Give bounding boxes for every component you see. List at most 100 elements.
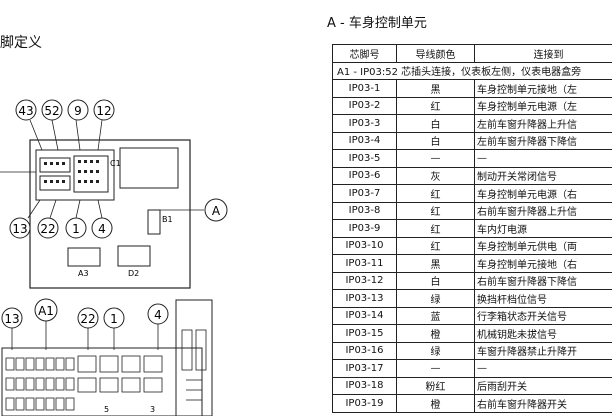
pin-cell: IP03-12	[332, 271, 397, 290]
pin-cell: IP03-1	[332, 79, 397, 98]
control-unit-outline	[29, 139, 191, 289]
connect-cell: 车身控制单元电源（左	[474, 96, 612, 115]
label-b1: B1	[162, 215, 173, 224]
pin-cell: IP03-2	[332, 96, 397, 115]
connect-cell: 车内灯电源	[474, 219, 612, 238]
connect-cell: 制动开关常闭信号	[474, 166, 612, 185]
connect-cell: —	[474, 359, 612, 378]
connect-cell: 左前车窗升降器上升信	[474, 114, 612, 133]
header-pin: 芯脚号	[332, 44, 397, 63]
color-cell: 橙	[396, 394, 475, 413]
label-d2: D2	[128, 269, 139, 278]
color-cell: 绿	[396, 341, 475, 360]
connect-cell: 左前车窗升降器下降信	[474, 131, 612, 150]
color-cell: 黑	[396, 254, 475, 273]
connect-cell: 车身控制单元接地（右	[474, 254, 612, 273]
callout-22: 22	[40, 222, 55, 236]
color-cell: 白	[396, 131, 475, 150]
connect-cell: 车身控制单元电源（右	[474, 184, 612, 203]
table-note: A1 - IP03:52 芯插头连接，仪表板左侧，仪表电器盒旁	[332, 61, 612, 80]
connector-a3	[67, 247, 101, 267]
connector-b1	[147, 209, 161, 235]
side-bracket	[175, 299, 213, 416]
callout-4-bottom: 4	[154, 308, 162, 322]
pin-cell: IP03-9	[332, 219, 397, 238]
callout-43: 43	[18, 104, 33, 118]
connector-c1	[119, 147, 179, 189]
table-note-row: A1 - IP03:52 芯插头连接，仪表板左侧，仪表电器盒旁	[332, 61, 612, 80]
color-cell: 红	[396, 96, 475, 115]
connect-cell: 车身控制单元供电（両	[474, 236, 612, 255]
connector-diagram: C1 B1 A3 D2 43 52 9 12 13 22 1 4 A	[0, 99, 228, 416]
pin-cell: IP03-3	[332, 114, 397, 133]
connect-cell: 车窗升降器禁止升降开	[474, 341, 612, 360]
pin-cell: IP03-14	[332, 306, 397, 325]
pin-table: 芯脚号 导线颜色 连接到 A1 - IP03:52 芯插头连接，仪表板左侧，仪表…	[332, 44, 612, 413]
label-5: 5	[104, 405, 109, 414]
pin-cell: IP03-13	[332, 289, 397, 308]
pin-cell: IP03-19	[332, 394, 397, 413]
color-cell: 绿	[396, 289, 475, 308]
callout-13: 13	[12, 222, 27, 236]
table-header: 芯脚号 导线颜色 连接到	[332, 44, 612, 63]
color-cell: 白	[396, 271, 475, 290]
connect-cell: —	[474, 149, 612, 168]
callout-a1: A1	[38, 304, 54, 318]
callout-22-bottom: 22	[80, 312, 95, 326]
pin-cell: IP03-8	[332, 201, 397, 220]
color-cell: 灰	[396, 166, 475, 185]
pin-cell: IP03-5	[332, 149, 397, 168]
connect-cell: 行李箱状态开关信号	[474, 306, 612, 325]
left-heading: 脚定义	[0, 35, 42, 51]
pin-cell: IP03-16	[332, 341, 397, 360]
right-heading: A - 车身控制单元	[327, 16, 427, 31]
callout-52: 52	[44, 104, 59, 118]
connect-cell: 右前车窗升降器下降信	[474, 271, 612, 290]
pin-cell: IP03-18	[332, 376, 397, 395]
color-cell: 红	[396, 236, 475, 255]
pin-cell: IP03-11	[332, 254, 397, 273]
color-cell: —	[396, 359, 475, 378]
color-cell: 粉红	[396, 376, 475, 395]
callout-a: A	[212, 204, 221, 218]
connect-cell: 车身控制单元接地（左	[474, 79, 612, 98]
pin-cell: IP03-17	[332, 359, 397, 378]
callout-1: 1	[72, 222, 80, 236]
connect-cell: 换挡杆档位信号	[474, 289, 612, 308]
connector-a1	[35, 149, 115, 201]
callout-9: 9	[74, 104, 82, 118]
callout-1-bottom: 1	[110, 312, 118, 326]
callout-4: 4	[98, 222, 106, 236]
color-cell: 红	[396, 219, 475, 238]
connect-cell: 右前车窗升降器开关	[474, 394, 612, 413]
pin-cell: IP03-6	[332, 166, 397, 185]
label-c1: C1	[110, 159, 121, 168]
table-row: IP03-17——	[332, 359, 612, 378]
callout-12: 12	[96, 104, 111, 118]
header-wire-color: 导线颜色	[396, 44, 475, 63]
connect-cell: 机械钥匙未拔信号	[474, 324, 612, 343]
color-cell: 白	[396, 114, 475, 133]
pin-cell: IP03-15	[332, 324, 397, 343]
pin-cell: IP03-4	[332, 131, 397, 150]
connector-d2	[117, 245, 151, 267]
pin-cell: IP03-10	[332, 236, 397, 255]
header-connect-to: 连接到	[474, 44, 612, 63]
connect-cell: 右前车窗升降器上升信	[474, 201, 612, 220]
color-cell: 蓝	[396, 306, 475, 325]
